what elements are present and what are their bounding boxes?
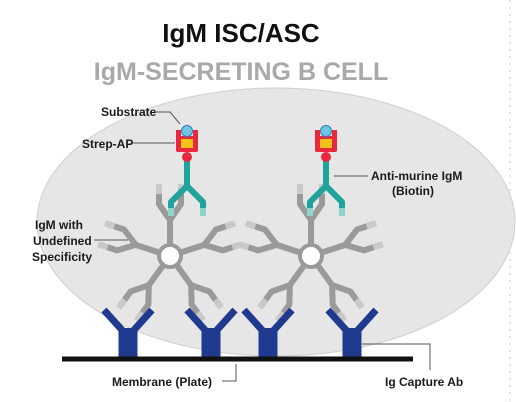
igm-arm-stem	[320, 241, 349, 255]
igm-pentamer-left	[97, 184, 243, 323]
detection-antibody-stem	[323, 160, 329, 186]
detection-antibody-left	[168, 160, 206, 216]
capture-antibody-stem	[262, 328, 274, 357]
leader-membrane	[222, 364, 237, 382]
igm-pentamer-right	[238, 184, 384, 323]
igm-arm	[174, 263, 224, 323]
igm-arm-stem	[174, 263, 195, 289]
igm-arm	[116, 263, 166, 323]
leader-capture	[362, 343, 431, 370]
label-igm-line1: IgM with	[35, 218, 83, 232]
igm-arm	[315, 263, 365, 323]
igm-arm-stem	[179, 241, 208, 255]
label-igm-line2: Undefined	[33, 234, 92, 248]
substrate-bubble	[181, 125, 193, 137]
strep-ap-ear	[332, 130, 337, 138]
igm-arm	[320, 220, 384, 255]
capture-antibody	[184, 307, 238, 357]
igm-fab-tip	[195, 310, 206, 323]
igm-fab-tip	[238, 241, 250, 251]
igm-fab-tip	[224, 220, 237, 230]
igm-arm-stem	[145, 263, 166, 289]
capture-antibody-stem	[346, 328, 358, 357]
detection-antibody-right	[307, 160, 345, 216]
igm-arm	[179, 220, 243, 255]
biotin-dot	[182, 152, 192, 162]
igm-fab-tip	[134, 310, 145, 323]
biotin-dot	[321, 152, 331, 162]
igm-fab-tip	[365, 220, 378, 230]
strep-ap-core	[181, 139, 193, 148]
strep-ap-ear	[193, 130, 198, 138]
label-membrane: Membrane (Plate)	[112, 375, 212, 389]
igm-arm	[97, 220, 161, 255]
label-anti-murine-line1: Anti-murine IgM	[371, 169, 462, 183]
igm-arm-stem	[286, 263, 307, 289]
igm-arm-stem	[273, 241, 302, 255]
diagram-subtitle: IgM-SECRETING B CELL	[94, 58, 388, 86]
igm-fab-tip	[372, 241, 384, 251]
igm-fab-tip	[97, 241, 109, 251]
igm-fab-tip	[275, 310, 286, 323]
igm-arm-stem	[315, 263, 336, 289]
strep-ap-core	[320, 139, 332, 148]
igm-fab-tip	[353, 297, 365, 310]
igm-fab-tip	[212, 297, 224, 310]
substrate-bubble	[320, 125, 332, 137]
capture-antibody-stem	[205, 328, 217, 357]
label-anti-murine-line2: (Biotin)	[392, 184, 434, 198]
leader-substrate	[155, 111, 181, 125]
label-capture-ab: Ig Capture Ab	[385, 375, 463, 389]
strep-ap-ear	[315, 130, 320, 138]
label-strep-ap: Strep-AP	[82, 137, 133, 151]
igm-arm	[238, 220, 302, 255]
label-substrate: Substrate	[101, 105, 157, 119]
igm-arm-stem	[132, 241, 161, 255]
strep-ap-ear	[176, 130, 181, 138]
igm-arm	[257, 263, 307, 323]
igm-fab-tip	[103, 220, 116, 230]
detection-antibody-stem	[184, 160, 190, 186]
igm-fab-tip	[336, 310, 347, 323]
strep-ap-left	[176, 125, 198, 162]
strep-ap-right	[315, 125, 337, 162]
capture-antibody	[101, 307, 155, 357]
igm-fab-tip	[257, 297, 269, 310]
capture-antibody	[241, 307, 295, 357]
diagram-title: IgM ISC/ASC	[162, 18, 320, 48]
igm-fab-tip	[244, 220, 257, 230]
capture-antibodies	[101, 307, 379, 357]
igm-fab-tip	[116, 297, 128, 310]
capture-antibody-stem	[122, 328, 134, 357]
label-igm-line3: Specificity	[32, 250, 92, 264]
capture-antibody	[325, 307, 379, 357]
